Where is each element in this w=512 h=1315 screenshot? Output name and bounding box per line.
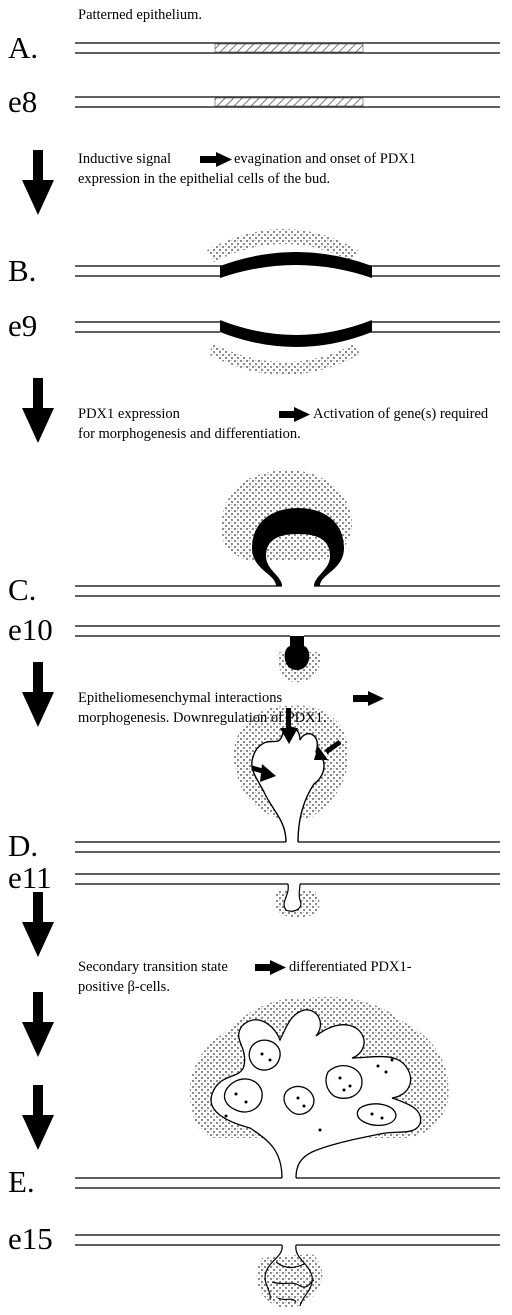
note-de-part1: Secondary transition state <box>78 958 228 977</box>
tube-d-upper <box>75 842 500 852</box>
bud-b-lower <box>220 320 372 347</box>
note-de-part3: positive β-cells. <box>78 978 170 997</box>
day-label-e11: e11 <box>8 862 52 893</box>
tube-e-upper <box>75 1178 500 1188</box>
inline-arrow-de <box>255 960 286 975</box>
tube-d-lower <box>75 874 500 884</box>
down-arrow-c-d <box>22 662 54 727</box>
inline-arrow-cd <box>353 691 384 706</box>
note-a: Patterned epithelium. <box>78 6 202 25</box>
tube-b-lower <box>75 322 500 332</box>
tube-b-upper <box>75 266 500 276</box>
down-arrow-d-e-3 <box>22 1085 54 1150</box>
tube-c-upper <box>75 586 500 596</box>
epithelium-d <box>252 727 324 842</box>
note-ab-part1: Inductive signal <box>78 150 171 169</box>
epithelium-d-lower <box>284 884 301 911</box>
day-label-e15: e15 <box>8 1223 53 1254</box>
note-cd-part2: morphogenesis. Downregulation of PDX1. <box>78 709 326 728</box>
note-cd-part1: Epitheliomesenchymal interactions <box>78 689 282 708</box>
day-label-e9: e9 <box>8 310 37 341</box>
down-arrow-d-e-2 <box>22 992 54 1057</box>
note-bc-part3: for morphogenesis and differentiation. <box>78 425 301 444</box>
day-label-e10: e10 <box>8 614 53 645</box>
stage-label-a: A. <box>8 32 38 63</box>
mesenchyme-b-lower <box>208 344 360 375</box>
down-arrow-a-b <box>22 150 54 215</box>
stage-label-e: E. <box>8 1166 35 1197</box>
tube-c-lower <box>75 626 500 636</box>
patterned-epithelium-lower <box>215 98 363 106</box>
note-bc-part2: Activation of gene(s) required <box>313 405 488 424</box>
down-arrow-b-c <box>22 378 54 443</box>
inline-arrow-bc <box>279 407 310 422</box>
stage-label-c: C. <box>8 574 36 605</box>
down-arrow-d-e-1 <box>22 892 54 957</box>
stage-label-b: B. <box>8 255 36 286</box>
patterned-epithelium-upper <box>215 44 363 52</box>
note-bc-part1: PDX1 expression <box>78 405 180 424</box>
tube-e-lower <box>75 1235 500 1245</box>
inline-arrow-ab <box>200 152 232 167</box>
note-ab-part3: expression in the epithelial cells of th… <box>78 170 330 189</box>
note-de-part2: differentiated PDX1- <box>289 958 412 977</box>
note-ab-part2: evagination and onset of PDX1 <box>234 150 416 169</box>
day-label-e8: e8 <box>8 86 37 117</box>
bud-c-lower <box>285 636 310 670</box>
stage-label-d: D. <box>8 830 38 861</box>
